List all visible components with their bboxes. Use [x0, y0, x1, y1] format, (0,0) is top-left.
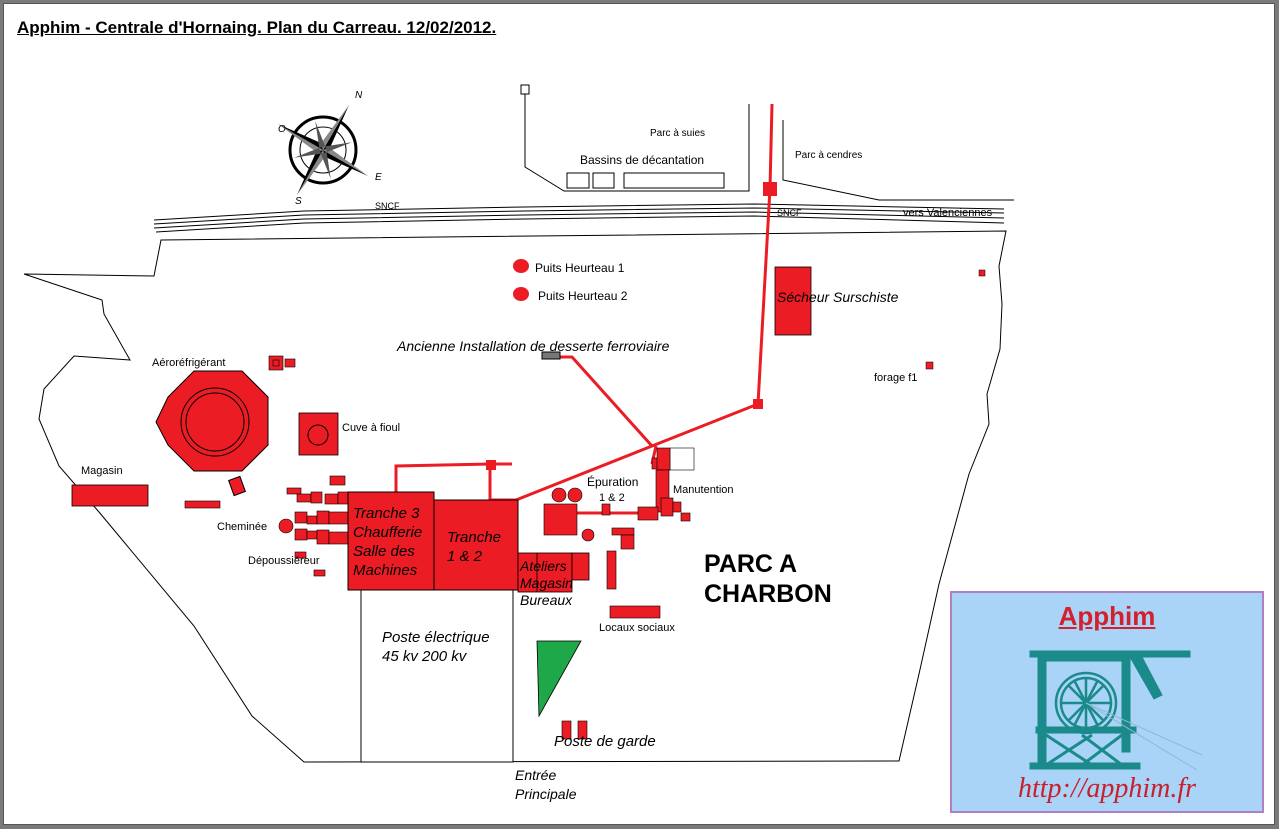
- compass-rose: N E S O: [277, 90, 382, 207]
- tranche3-line4: Machines: [353, 562, 418, 579]
- compass-n: N: [355, 90, 363, 101]
- label-vers-valenciennes: vers Valenciennes: [903, 207, 993, 219]
- label-secheur: Sécheur Surschiste: [777, 289, 899, 305]
- tranche-1-2-building: [433, 499, 519, 591]
- label-poste-garde: Poste de garde: [554, 733, 656, 750]
- tranche3-line1: Tranche 3: [353, 505, 420, 522]
- label-epuration-2: 1 & 2: [599, 492, 625, 504]
- label-magasin: Magasin: [81, 465, 123, 477]
- magasin-annex: [184, 500, 221, 509]
- page-title: Apphim - Centrale d'Hornaing. Plan du Ca…: [17, 18, 497, 37]
- site-plan: N E S O: [23, 84, 1014, 763]
- manutention-complex: [637, 447, 695, 522]
- green-triangle: [536, 640, 582, 718]
- label-manutention: Manutention: [673, 484, 734, 496]
- epuration-complex: [543, 487, 661, 619]
- aero-pump: [268, 355, 284, 371]
- label-parc-charbon: PARC A CHARBON: [704, 549, 832, 609]
- puits-heurteau-1: [513, 259, 529, 273]
- logo-title: Apphim: [1058, 601, 1156, 631]
- apphim-logo[interactable]: Apphim http://apphim.fr: [950, 591, 1264, 813]
- label-parc-cendres: Parc à cendres: [795, 150, 862, 161]
- cheminee-complex: [278, 475, 349, 577]
- poste-electrique-line1: Poste électrique: [382, 629, 490, 646]
- label-puits-1: Puits Heurteau 1: [535, 261, 625, 275]
- label-tranche-3: Tranche 3 Chaufferie Salle des Machines: [353, 504, 422, 580]
- label-sncf-2: SNCF: [777, 208, 802, 218]
- tranche12-line1: Tranche: [447, 529, 501, 546]
- label-forage: forage f1: [874, 372, 917, 384]
- conveyor-node-top: [763, 182, 777, 196]
- label-bassins: Bassins de décantation: [580, 153, 704, 167]
- label-depoussiereur: Dépoussiéreur: [248, 555, 320, 567]
- label-epuration-1: Épuration: [587, 474, 638, 489]
- poste-electrique-line2: 45 kv 200 kv: [382, 648, 467, 665]
- label-parc-suies: Parc à suies: [650, 128, 705, 139]
- parc-charbon-line2: CHARBON: [704, 580, 832, 608]
- label-ateliers: Ateliers Magasin Bureaux: [520, 558, 573, 609]
- label-entree-principale: Entrée Principale: [515, 766, 576, 804]
- compass-o: O: [278, 124, 286, 135]
- magasin: [71, 484, 149, 507]
- ateliers-line1: Ateliers: [520, 558, 567, 574]
- poste-garde-2: [577, 720, 588, 740]
- headframe-icon: [1029, 650, 1203, 771]
- puits-heurteau-2: [513, 287, 529, 301]
- entree-line2: Principale: [515, 786, 577, 802]
- site-boundary: [23, 230, 1007, 763]
- poste-electrique: [360, 589, 514, 763]
- forage-f1: [925, 361, 934, 370]
- secheur-surschiste: [774, 266, 812, 336]
- label-cuve-fioul: Cuve à fioul: [342, 422, 400, 434]
- bassins-area: [520, 84, 1014, 201]
- label-tranche-1-2: Tranche 1 & 2: [447, 528, 501, 566]
- label-poste-electrique: Poste électrique 45 kv 200 kv: [382, 628, 490, 666]
- entree-line1: Entrée: [515, 767, 557, 783]
- logo-url[interactable]: http://apphim.fr: [1017, 773, 1197, 804]
- rail-depot-marker: [541, 351, 561, 360]
- poste-garde-1: [561, 720, 572, 740]
- railway: [153, 203, 1005, 233]
- aerorefrigerant: [155, 370, 269, 472]
- map-frame: N E S O: [3, 3, 1275, 825]
- label-aerorefrigerant: Aéroréfrigérant: [152, 357, 225, 369]
- tranche3-line2: Chaufferie: [353, 524, 423, 541]
- conveyor-node-left: [486, 460, 496, 470]
- tranche3-line3: Salle des: [353, 543, 415, 560]
- label-locaux-sociaux: Locaux sociaux: [599, 622, 675, 634]
- compass-e: E: [375, 172, 382, 183]
- small-marker-ne: [978, 269, 986, 277]
- ateliers-building: [517, 552, 573, 593]
- label-puits-2: Puits Heurteau 2: [538, 289, 628, 303]
- label-sncf-1: SNCF: [375, 201, 400, 211]
- tranche12-line2: 1 & 2: [447, 548, 483, 565]
- label-ancienne-installation: Ancienne Installation de desserte ferrov…: [396, 338, 670, 354]
- conveyor-node-mid: [753, 399, 763, 409]
- cuve-fioul: [298, 412, 339, 456]
- ateliers-line3: Bureaux: [520, 592, 573, 608]
- compass-s: S: [295, 196, 302, 207]
- tranche-3-building: [347, 491, 435, 591]
- parc-charbon-line1: PARC A: [704, 550, 798, 578]
- label-cheminee: Cheminée: [217, 521, 267, 533]
- ateliers-line2: Magasin: [520, 575, 573, 591]
